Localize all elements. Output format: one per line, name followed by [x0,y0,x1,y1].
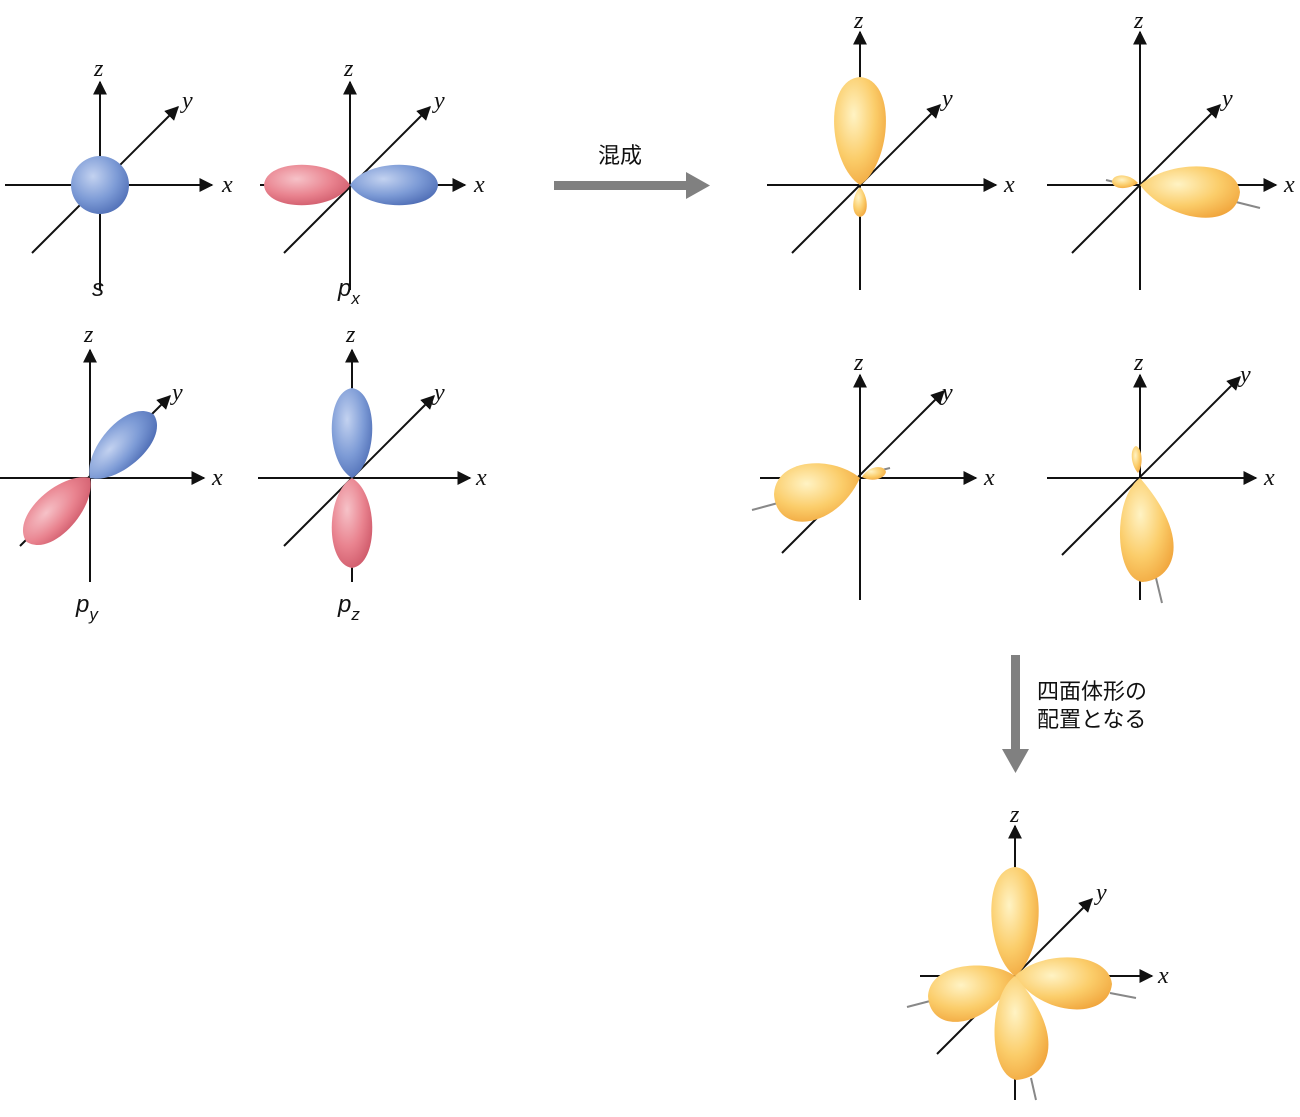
axis-label-y: y [940,380,953,406]
axis-label-z: z [853,350,864,376]
panel-hybrid-4: z y x [1047,350,1275,604]
axis-label-z: z [93,56,104,82]
panel-s-orbital: z y x s [5,56,233,302]
hybrid-major-lobe [774,463,860,522]
axis-label-z: z [1009,802,1020,828]
axis-label-x: x [1157,963,1169,989]
axis-label-x: x [1003,172,1015,198]
axis-label-y: y [1238,362,1251,388]
panel-hybrid-1: z y x [767,8,1015,290]
pz-negative-lobe [331,478,373,568]
panel-sp3-tetrahedral: z y x [906,802,1169,1101]
sp3-lobe-down [994,976,1049,1080]
pz-positive-lobe [331,388,373,478]
axis-label-y: y [180,88,193,114]
axis-label-x: x [473,172,485,198]
axis-label-y: y [432,380,445,406]
tetrahedral-arrow: 四面体形の 配置となる [1002,655,1147,773]
panel-px-orbital: z y x px [260,56,485,308]
px-negative-lobe [264,164,350,206]
hybrid-major-lobe [1140,166,1240,218]
hybrid-major-lobe [834,77,886,185]
tetrahedral-label-line1: 四面体形の [1037,680,1147,705]
s-orbital-sphere [71,156,129,214]
tetrahedral-label-line2: 配置となる [1037,708,1146,733]
axis-label-x: x [211,465,223,491]
axis-label-y: y [1094,880,1107,906]
sp3-lobe-up [991,867,1039,976]
sp3-lobe-left [928,965,1015,1022]
orbital-label-py: py [75,591,99,624]
axis-label-z: z [343,56,354,82]
axis-label-x: x [1283,172,1295,198]
axis-label-z: z [1133,8,1144,34]
orbital-label-px: px [337,275,360,308]
axis-label-z: z [83,322,94,348]
axis-label-x: x [1263,465,1275,491]
axis-label-x: x [983,465,995,491]
axis-label-x: x [221,172,233,198]
axis-label-y: y [940,86,953,112]
axis-label-y: y [432,88,445,114]
py-positive-lobe [89,411,157,479]
panel-pz-orbital: z y x pz [258,322,487,624]
axis-label-z: z [853,8,864,34]
panel-hybrid-3: z y x [751,350,995,600]
py-negative-lobe [23,477,91,545]
hybrid-major-lobe [1119,478,1174,582]
panel-hybrid-2: z y x [1047,8,1295,290]
orbital-label-pz: pz [337,591,360,624]
axis-label-z: z [1133,350,1144,376]
sp3-lobe-right [1015,957,1112,1010]
hybrid-minor-lobe [862,467,886,480]
axis-label-z: z [345,322,356,348]
px-positive-lobe [350,164,438,206]
axis-label-x: x [475,465,487,491]
axis-label-y: y [1220,86,1233,112]
orbital-label-s: s [92,275,104,302]
hybridize-arrow: 混成 [554,144,710,199]
panel-py-orbital: z y x py [0,322,223,624]
axis-label-y: y [170,380,183,406]
hybrid-minor-lobe [1131,446,1142,473]
hybrid-minor-lobe [1112,175,1138,189]
hybridize-label: 混成 [598,144,642,169]
hybrid-minor-lobe [853,187,867,217]
